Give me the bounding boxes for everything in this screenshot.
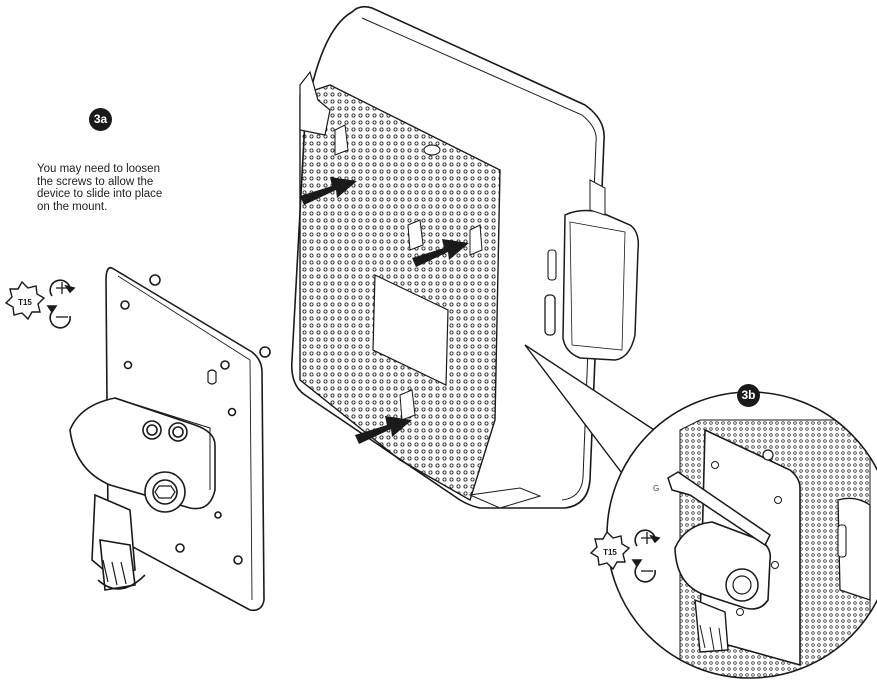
port-slot: [547, 249, 557, 281]
keyhole-slot: [469, 224, 483, 256]
step-note: You may need to loosen the screws to all…: [37, 163, 163, 213]
step-badge: 3b: [737, 384, 760, 407]
tool-label: T15: [603, 548, 617, 557]
tool-label: T15: [18, 298, 32, 307]
step-badge: 3a: [89, 108, 112, 131]
loosen-counterclockwise-icon: [631, 559, 656, 583]
torx-t15-icon: T15: [4, 280, 46, 321]
port-slot: [544, 294, 556, 336]
arrow-icon: [412, 239, 469, 267]
allen-key-icon: [667, 471, 771, 547]
slide-direction-arrows: [300, 177, 469, 444]
tighten-clockwise-icon: [634, 529, 661, 547]
arrow-icon: [355, 416, 412, 444]
tighten-clockwise-icon: [49, 279, 76, 297]
keyhole-slot: [334, 124, 349, 156]
keyhole-slot: [399, 389, 416, 421]
access-point-device: [290, 5, 640, 509]
loosen-counterclockwise-icon: [46, 305, 71, 329]
torx-t15-icon: T15: [589, 530, 631, 571]
label-window: [372, 274, 449, 386]
mounting-bracket: [69, 266, 271, 612]
cable-cover: [562, 209, 640, 361]
keyhole-slot: [299, 70, 331, 136]
detail-marker: G: [653, 484, 660, 493]
keyhole-slot: [407, 219, 424, 251]
detail-callout: [524, 344, 877, 679]
arrow-icon: [300, 177, 357, 205]
device-rim: [361, 17, 597, 501]
